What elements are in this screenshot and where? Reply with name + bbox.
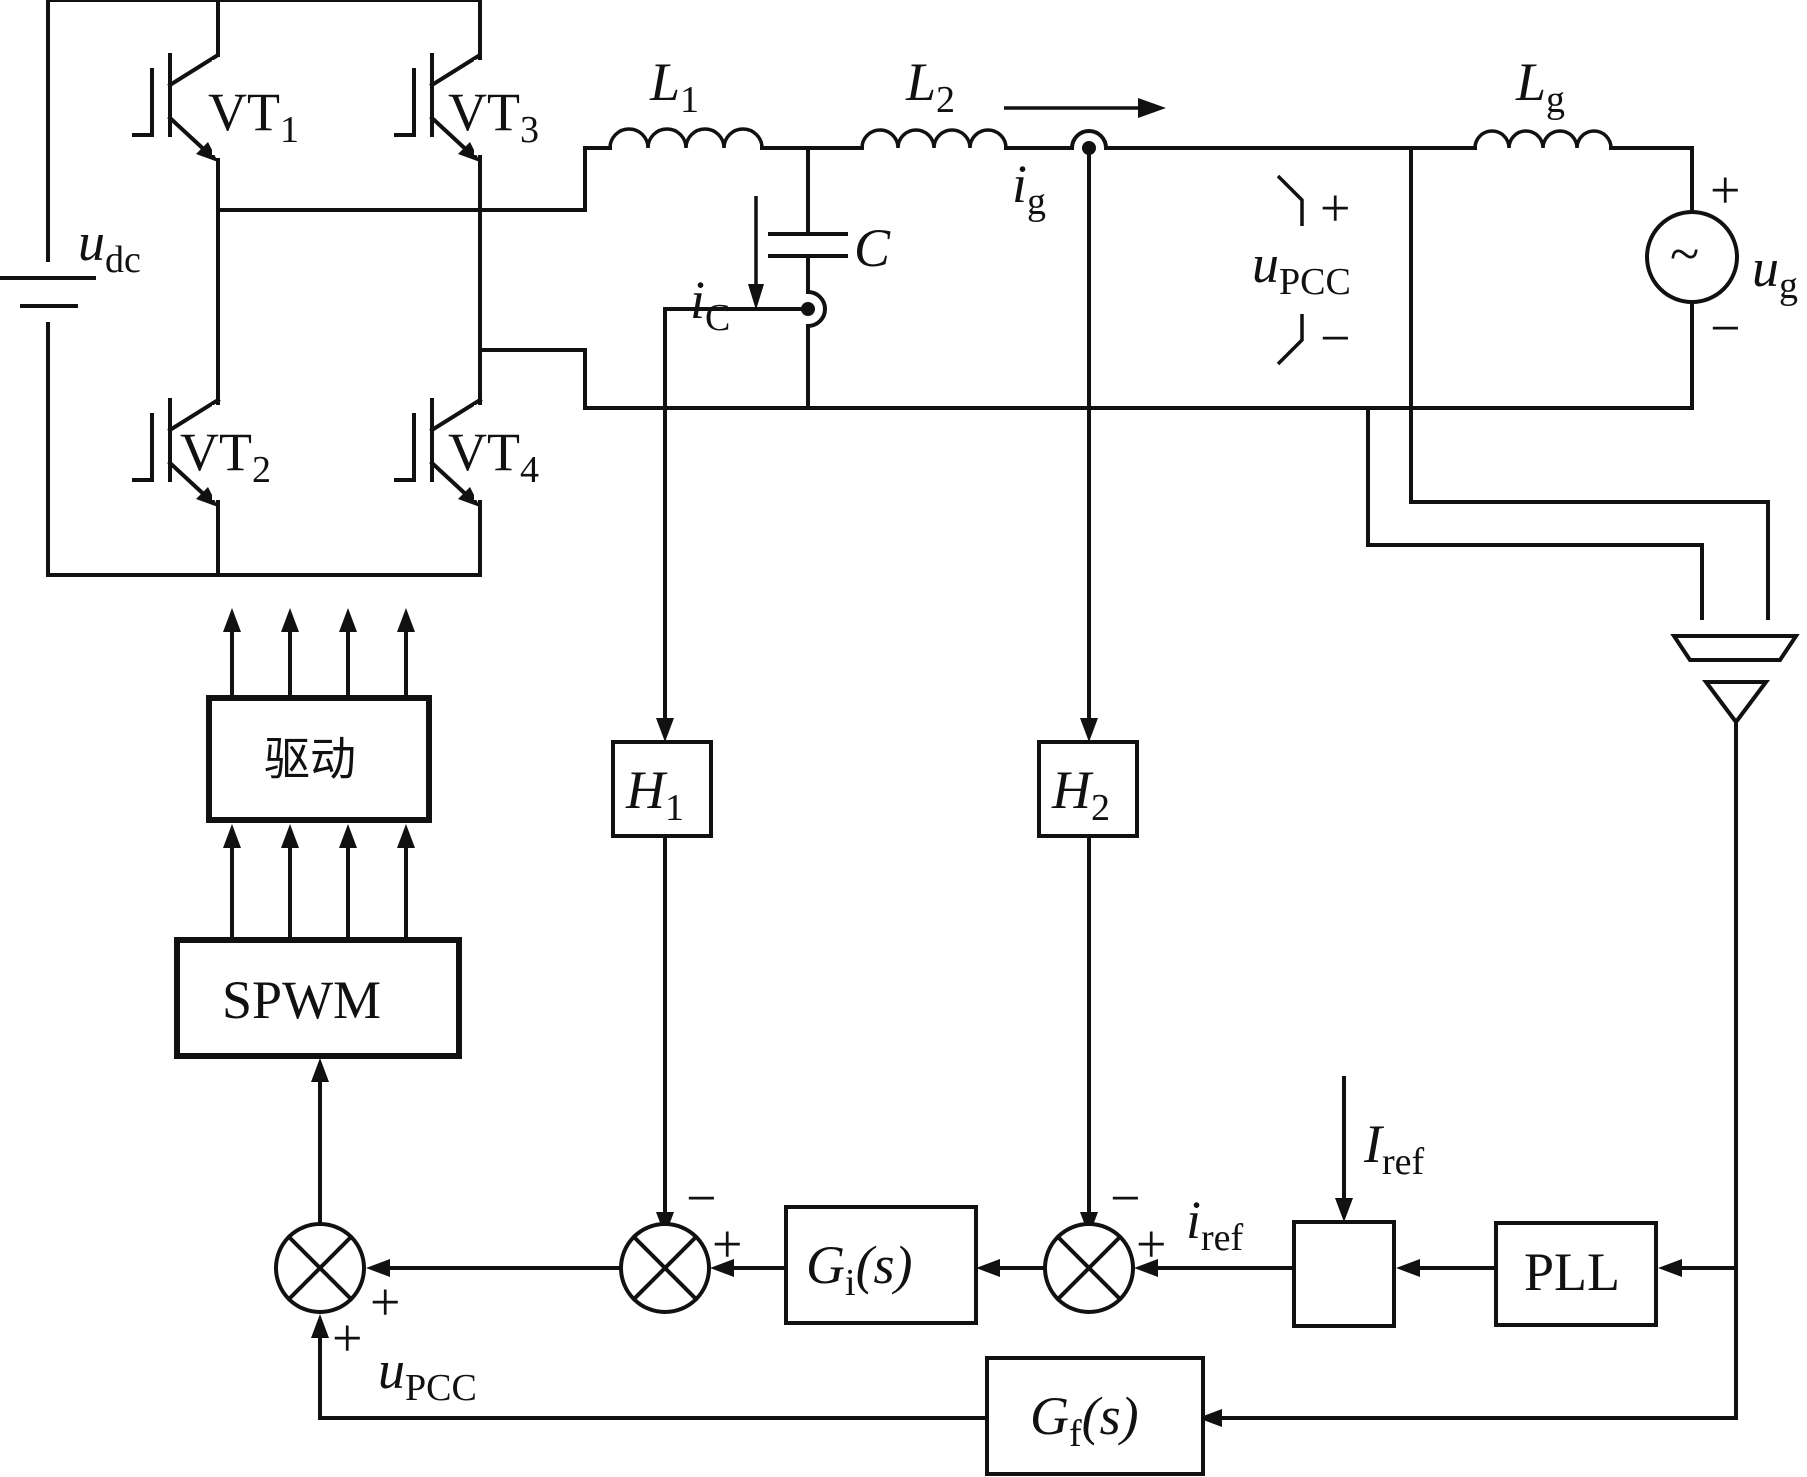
spwm-block: SPWM xyxy=(174,937,462,1059)
gi-block: Gi(s) xyxy=(784,1205,978,1325)
lg-label: Lg xyxy=(1515,52,1565,121)
feedback-wires xyxy=(656,141,1800,1427)
svg-text:驱动: 驱动 xyxy=(264,732,356,786)
h2-block: H2 xyxy=(1037,740,1139,838)
sum1-plus-right: + xyxy=(370,1272,400,1332)
igbt-vt4-icon xyxy=(394,397,483,507)
igbt-vt2-icon xyxy=(132,397,221,507)
drive-block: 驱动 xyxy=(206,695,432,823)
sum2-minus: − xyxy=(686,1168,716,1228)
svg-text:Gi(s): Gi(s) xyxy=(806,1235,913,1304)
ac-source-icon xyxy=(1645,210,1739,304)
sum2-plus: + xyxy=(712,1214,742,1274)
inductor-l1-icon xyxy=(608,127,764,149)
sum3-plus: + xyxy=(1136,1214,1166,1274)
iref-label: iref xyxy=(1186,1190,1244,1259)
inverter-bridge xyxy=(0,0,587,577)
svg-text:PLL: PLL xyxy=(1524,1242,1620,1302)
control-wires xyxy=(223,608,1498,1420)
igbt-vt1-icon xyxy=(132,0,220,162)
gf-block: Gf(s) xyxy=(985,1356,1205,1476)
upcc-feedforward-label: uPCC xyxy=(378,1340,477,1409)
svg-text:Gf(s): Gf(s) xyxy=(1030,1386,1139,1455)
vt1-label: VT1 xyxy=(208,82,299,151)
dc-source-icon xyxy=(0,0,96,322)
ug-minus: − xyxy=(1710,298,1740,358)
sum-junction-2 xyxy=(619,1222,711,1314)
Iref-label: Iref xyxy=(1363,1114,1425,1183)
udc-label: udc xyxy=(78,212,141,281)
iref-shaper-block xyxy=(1292,1220,1396,1328)
ac-source-symbol: ~ xyxy=(1670,224,1699,284)
sum-junction-1 xyxy=(274,1222,366,1314)
vt4-label: VT4 xyxy=(448,422,539,491)
upcc-minus: − xyxy=(1320,308,1350,368)
upcc-label: uPCC xyxy=(1252,234,1351,303)
vt2-label: VT2 xyxy=(180,422,271,491)
h1-block: H1 xyxy=(611,740,713,838)
upcc-plus: + xyxy=(1320,178,1350,238)
l1-label: L1 xyxy=(649,52,699,121)
sum3-minus: − xyxy=(1110,1168,1140,1228)
l2-label: L2 xyxy=(905,52,955,121)
inductor-l2-icon xyxy=(860,128,1008,149)
sum-junction-3 xyxy=(1043,1222,1135,1314)
inductor-lg-icon xyxy=(1473,129,1613,149)
pll-block: PLL xyxy=(1494,1221,1658,1327)
lcl-filter: ~ xyxy=(583,98,1739,410)
sum1-plus-bottom: + xyxy=(332,1308,362,1368)
ug-label: ug xyxy=(1752,238,1798,307)
vt3-label: VT3 xyxy=(448,82,539,151)
c-label: C xyxy=(854,218,891,278)
ig-label: ig xyxy=(1012,154,1046,223)
ic-label: iC xyxy=(690,270,730,339)
svg-text:SPWM: SPWM xyxy=(222,970,381,1030)
svg-text:H2: H2 xyxy=(1051,760,1110,829)
svg-text:H1: H1 xyxy=(625,760,684,829)
ug-plus: + xyxy=(1710,160,1740,220)
